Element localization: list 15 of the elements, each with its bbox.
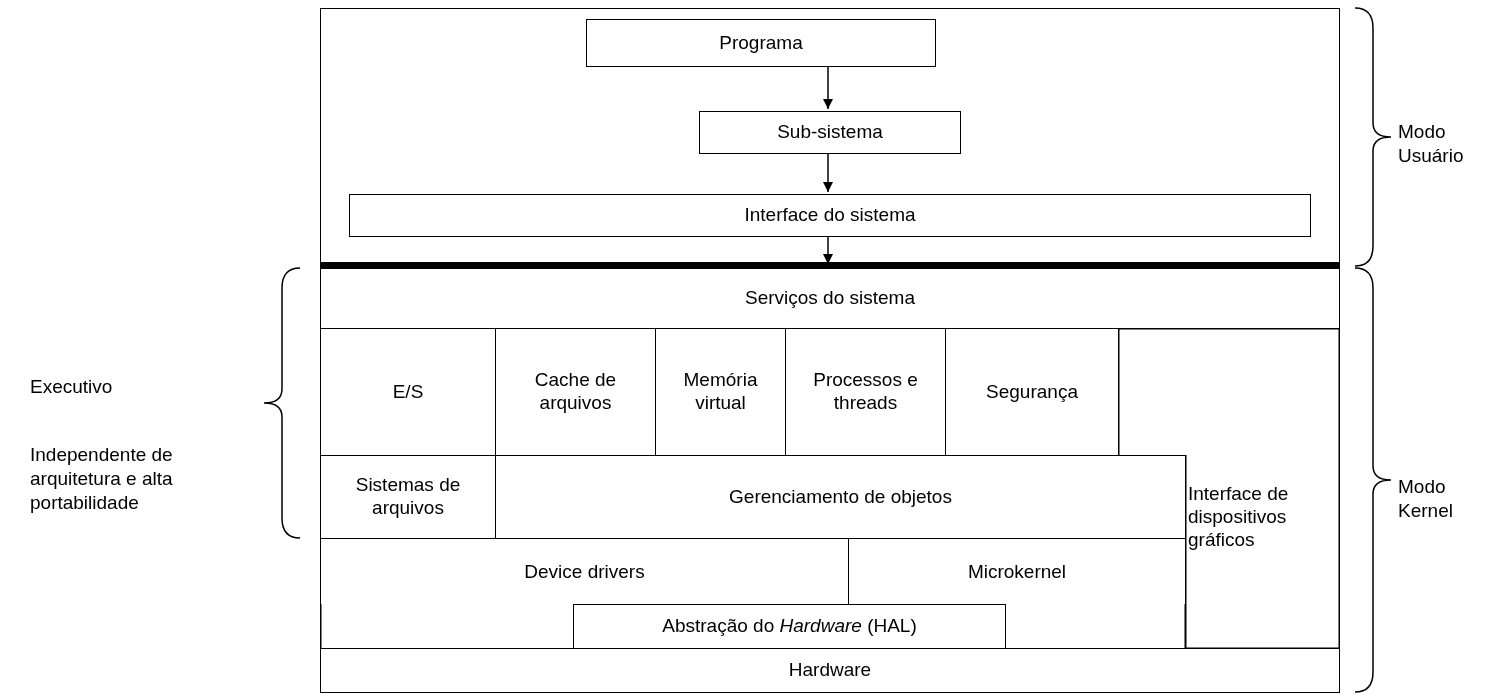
annotation-text: Independente de arquitetura e alta portabilidade [30,443,174,515]
arrow [822,152,834,193]
layer-box: Interface do sistema [349,194,1311,237]
arrow [822,235,834,265]
arrow [822,65,834,110]
annotation-text: Modo Kernel [1398,475,1454,523]
layer-box: Serviços do sistema [320,268,1340,329]
layer-box: Hardware [320,648,1340,693]
layer-box: Programa [586,19,936,67]
annotation-text: Executivo [30,375,114,399]
layer-box: Abstração do Hardware (HAL) [573,604,1006,649]
layer-label: Interface de dispositivos gráficos [1188,483,1290,552]
annotation-text: Modo Usuário [1398,120,1465,168]
layer-box: Sub-sistema [699,111,961,154]
user-mode-panel [320,8,1340,268]
